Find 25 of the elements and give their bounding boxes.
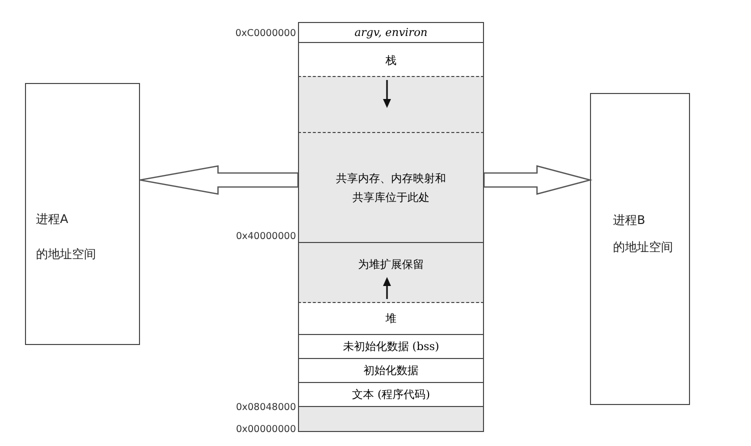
unmapped-band [298, 407, 484, 432]
memory-segment [298, 133, 484, 243]
block-arrow [139, 165, 299, 195]
segment-label: 栈 [386, 53, 396, 69]
box-heading: 进程B [613, 212, 646, 229]
memory-column [298, 22, 484, 432]
segment-label: 共享内存、内存映射和共享库位于此处 [335, 170, 447, 206]
address-label: 0xC0000000 [235, 28, 296, 39]
segment-label: 堆 [386, 311, 396, 327]
block-arrow [483, 165, 593, 195]
segment-label: 未初始化数据 (bss) [342, 339, 440, 355]
address-label: 0x40000000 [236, 231, 296, 242]
growth-band [298, 76, 484, 133]
segment-label: 文本 (程序代码) [352, 387, 430, 403]
segment-label: argv, environ [354, 24, 428, 40]
address-label: 0x08048000 [236, 402, 296, 413]
segment-label: 初始化数据 [364, 363, 418, 379]
box-label: 的地址空间 [613, 239, 673, 256]
segment-label: 为堆扩展保留 [358, 257, 424, 273]
address-label: 0x00000000 [236, 424, 296, 435]
memory-segment [298, 243, 484, 303]
box-label: 的地址空间 [36, 246, 96, 263]
process-box [590, 93, 690, 405]
process-box [25, 83, 140, 345]
box-heading: 进程A [36, 211, 68, 228]
